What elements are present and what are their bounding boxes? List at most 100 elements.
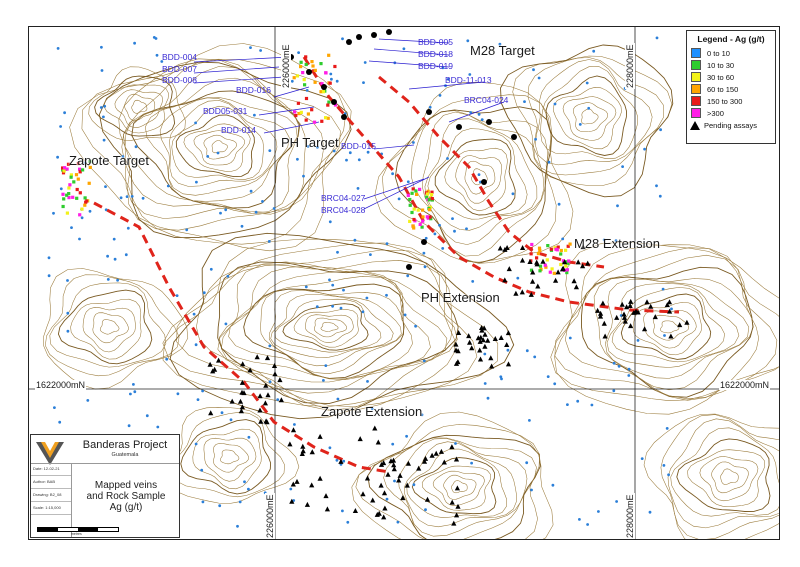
rock-sample-point <box>500 377 503 381</box>
pending-assay-marker <box>506 266 512 272</box>
contour-lines <box>43 43 779 539</box>
rock-sample-anomalous <box>81 168 85 172</box>
drillhole-collar <box>481 179 487 185</box>
drillhole-collar <box>341 114 347 120</box>
legend-row-pending: Pending assays <box>690 119 771 131</box>
pending-assay-marker <box>505 361 512 367</box>
rock-sample-point <box>129 392 132 396</box>
pending-assay-marker <box>454 485 460 491</box>
pending-assay-marker <box>404 482 410 488</box>
contour-line <box>451 480 468 494</box>
rock-sample-anomalous <box>313 68 317 72</box>
rock-sample-anomalous <box>565 268 569 272</box>
rock-sample-anomalous <box>545 258 549 262</box>
rock-sample-point <box>102 138 106 142</box>
pending-assay-marker <box>571 278 577 284</box>
rock-sample-point <box>420 413 424 417</box>
pending-assay-marker <box>309 482 315 488</box>
rock-sample-point <box>616 204 619 208</box>
rock-sample-point <box>614 239 618 243</box>
pending-assay-marker <box>555 269 561 275</box>
northing-label-left: 1622000mN <box>35 380 87 390</box>
legend-swatch <box>691 72 701 82</box>
rock-sample-point <box>121 155 125 158</box>
vein-zapote <box>93 201 390 474</box>
pending-assay-marker <box>633 308 639 314</box>
easting-label-top-left: 226000mE <box>281 43 291 89</box>
pending-assay-marker <box>488 355 494 361</box>
rock-sample-point <box>166 184 170 188</box>
rock-sample-anomalous <box>529 252 533 256</box>
rock-sample-anomalous <box>319 90 323 94</box>
rock-sample-anomalous <box>538 248 542 252</box>
rock-sample-anomalous <box>306 112 310 116</box>
rock-sample-point <box>525 461 529 465</box>
contour-line <box>581 266 754 398</box>
rock-sample-point <box>103 104 107 108</box>
pending-assay-marker <box>667 308 673 314</box>
rock-sample-anomalous <box>65 167 69 171</box>
rock-sample-point <box>486 396 490 400</box>
rock-sample-anomalous <box>65 211 69 215</box>
pending-assay-marker <box>502 246 508 252</box>
vein-ph <box>302 56 680 314</box>
pending-assay-marker <box>378 461 385 467</box>
rock-sample-point <box>553 382 557 386</box>
pending-assay-marker <box>498 335 504 340</box>
contour-line <box>540 66 638 159</box>
pending-assay-marker <box>455 348 461 354</box>
rock-sample-point <box>339 306 343 310</box>
rock-sample-anomalous <box>414 189 418 193</box>
contour-line <box>70 298 142 360</box>
pending-triangle-icon <box>690 120 700 130</box>
pending-assay-marker <box>207 361 213 367</box>
rock-sample-point <box>106 278 110 281</box>
rock-sample-point <box>363 61 367 64</box>
contour-line <box>687 449 766 507</box>
rock-sample-point <box>155 53 159 57</box>
rock-sample-anomalous <box>78 191 82 195</box>
rock-sample-point <box>405 434 408 438</box>
rock-sample-anomalous <box>78 167 82 171</box>
rock-sample-point <box>296 157 299 161</box>
pending-assay-marker <box>372 425 378 431</box>
rock-sample-point <box>578 123 582 126</box>
rock-sample-anomalous <box>430 190 434 194</box>
rock-sample-point <box>483 352 487 356</box>
contour-line <box>260 288 405 374</box>
rock-sample-anomalous <box>529 268 534 272</box>
contour-line <box>45 274 180 377</box>
contour-line <box>351 411 554 539</box>
drillhole-label: BDD-008 <box>162 75 197 85</box>
rock-sample-anomalous <box>320 82 324 86</box>
drillhole-collar <box>371 32 377 38</box>
rock-sample-point <box>412 483 416 487</box>
rock-sample-anomalous <box>428 196 432 200</box>
rock-sample-point <box>134 145 138 149</box>
rock-sample-anomalous <box>296 101 300 105</box>
pending-assay-marker <box>534 259 540 265</box>
rock-sample-anomalous <box>552 271 556 275</box>
rock-sample-anomalous <box>311 64 315 68</box>
pending-assay-marker <box>317 475 323 481</box>
legend-swatch <box>691 84 701 94</box>
rock-sample-point <box>640 457 644 460</box>
pending-assay-marker <box>602 333 608 339</box>
rock-sample-anomalous <box>62 169 66 173</box>
rock-sample-point <box>667 473 670 477</box>
rock-sample-point <box>304 285 308 289</box>
rock-sample-anomalous <box>88 159 92 163</box>
rock-sample-point <box>433 232 437 236</box>
pending-assay-marker <box>585 260 591 266</box>
rock-sample-anomalous <box>426 189 430 193</box>
contour-line <box>274 298 382 353</box>
contour-line <box>554 247 778 400</box>
rock-sample-point <box>124 253 128 257</box>
rock-sample-point <box>345 158 348 162</box>
pending-assay-marker <box>485 337 491 343</box>
rock-sample-point <box>130 195 134 198</box>
contour-line <box>427 128 528 220</box>
contour-line <box>643 413 779 539</box>
rock-sample-point <box>220 411 224 415</box>
rock-sample-point <box>272 207 276 210</box>
